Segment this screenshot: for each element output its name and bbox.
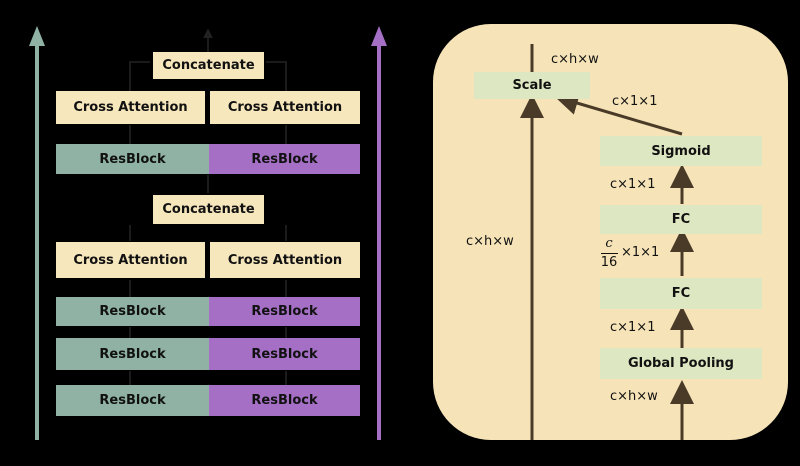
cross-attention-bottom-left-box: Cross Attention bbox=[56, 242, 205, 278]
dim-fraction-bar bbox=[601, 253, 618, 254]
cross-attention-bottom-right-box: Cross Attention bbox=[210, 242, 360, 278]
left-purple-arrow bbox=[371, 26, 387, 440]
se-arrows bbox=[520, 44, 694, 440]
left-teal-arrow bbox=[29, 26, 45, 440]
dim-top-label: c×h×w bbox=[551, 52, 599, 67]
resblock-row2-left-box: ResBlock bbox=[56, 338, 209, 370]
fc-lower-box: FC bbox=[600, 278, 762, 309]
resblock-top-right-box: ResBlock bbox=[209, 144, 360, 174]
dim-sigmoid-fc-label: c×1×1 bbox=[610, 177, 656, 192]
scale-box: Scale bbox=[474, 72, 590, 99]
cross-attention-top-right-box: Cross Attention bbox=[210, 91, 360, 124]
resblock-row1-right-box: ResBlock bbox=[209, 297, 360, 326]
dim-pool-fc-label: c×1×1 bbox=[610, 320, 656, 335]
dim-input-label: c×h×w bbox=[610, 389, 658, 404]
dim-skip-label: c×h×w bbox=[466, 234, 514, 249]
sigmoid-box: Sigmoid bbox=[600, 136, 762, 166]
resblock-row3-left-box: ResBlock bbox=[56, 385, 209, 416]
left-connectors bbox=[129, 28, 287, 385]
global-pooling-box: Global Pooling bbox=[600, 348, 762, 379]
dim-fraction-numerator: c bbox=[605, 236, 613, 251]
fc-upper-box: FC bbox=[600, 205, 762, 234]
resblock-top-left-box: ResBlock bbox=[56, 144, 209, 174]
resblock-row1-left-box: ResBlock bbox=[56, 297, 209, 326]
resblock-row2-right-box: ResBlock bbox=[209, 338, 360, 370]
dim-fraction-denominator: 16 bbox=[600, 255, 618, 270]
resblock-row3-right-box: ResBlock bbox=[209, 385, 360, 416]
cross-attention-top-left-box: Cross Attention bbox=[56, 91, 205, 124]
dim-scale-input-label: c×1×1 bbox=[612, 94, 658, 109]
concatenate-mid-box: Concatenate bbox=[153, 195, 264, 224]
dim-fraction-suffix: ×1×1 bbox=[621, 245, 660, 260]
concatenate-top-box: Concatenate bbox=[153, 52, 264, 79]
